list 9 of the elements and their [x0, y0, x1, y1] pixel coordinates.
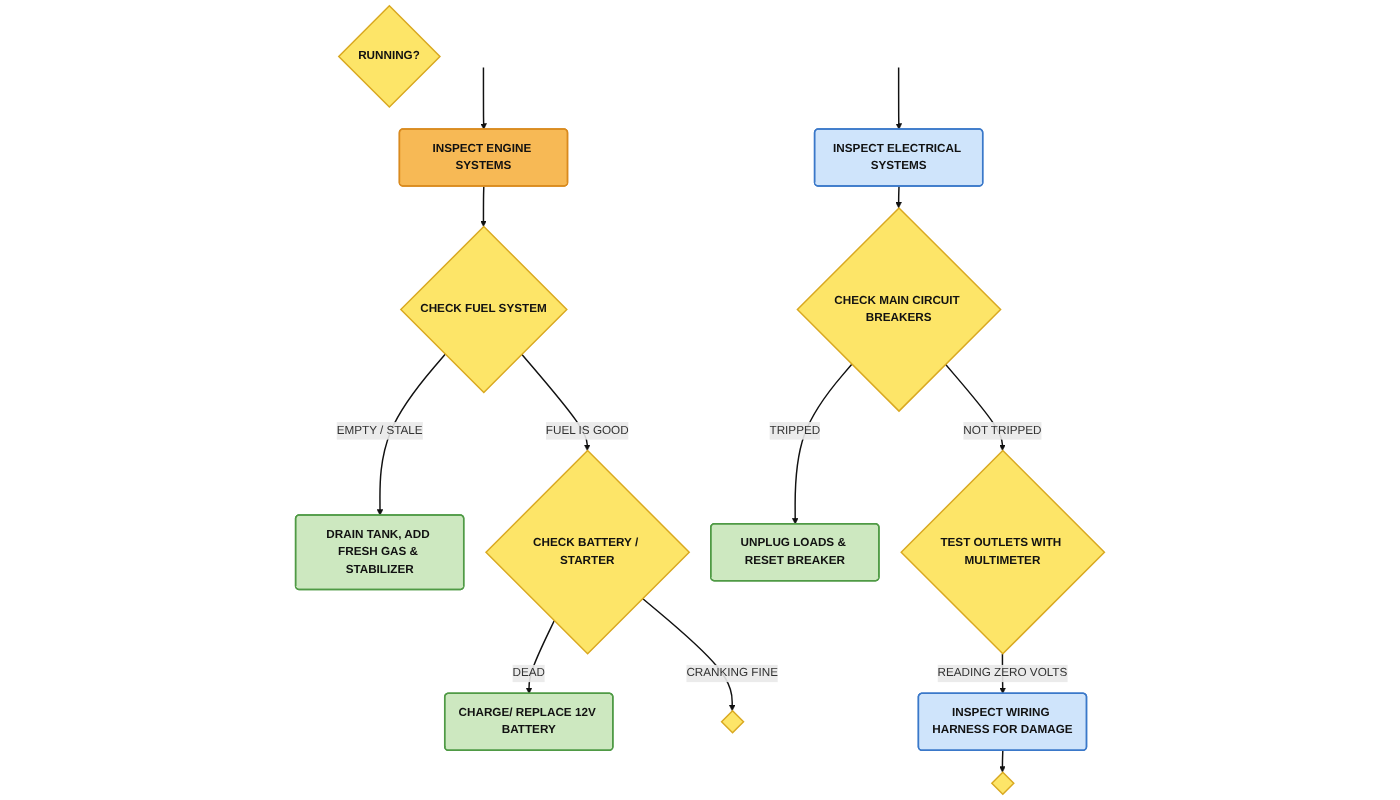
arrow: [480, 185, 487, 227]
arrow: [895, 185, 902, 209]
arrow: [791, 363, 853, 525]
arrow: [895, 66, 903, 130]
arrow: [480, 66, 487, 130]
arrow: [999, 749, 1006, 773]
node-diamond: [720, 709, 745, 734]
node-diamond: [990, 771, 1015, 796]
arrow: [376, 353, 446, 516]
